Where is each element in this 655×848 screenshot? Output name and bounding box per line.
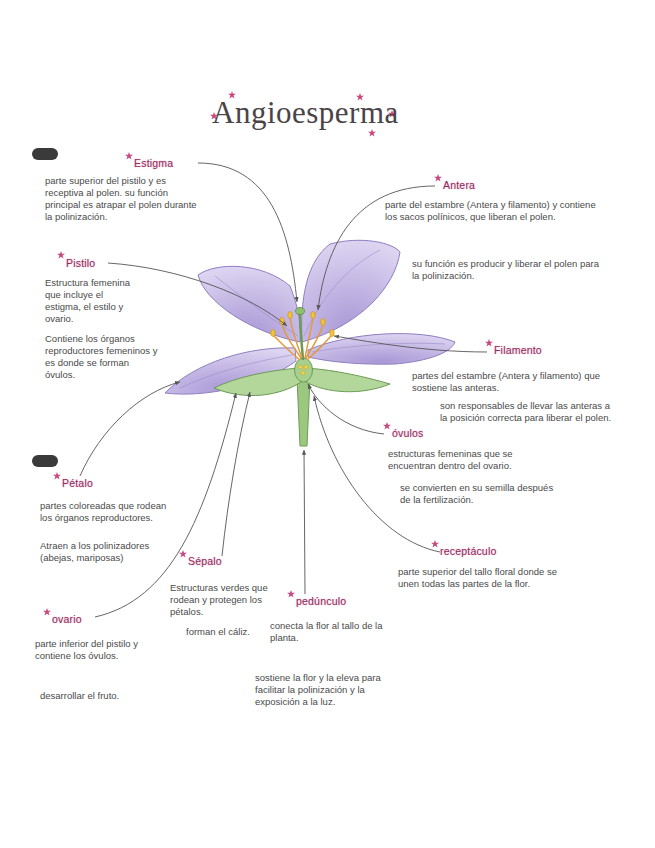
description-note: partes coloreadas que rodean los órganos…	[40, 500, 180, 524]
description-note: desarrollar el fruto.	[40, 690, 170, 702]
ovule	[299, 365, 309, 375]
sepal	[306, 368, 390, 392]
anther	[271, 312, 334, 337]
part-name: óvulos	[392, 427, 424, 439]
description-note: son responsables de llevar las anteras a…	[440, 400, 612, 424]
part-name: Estigma	[134, 157, 173, 169]
description-note: estructuras femeninas que se encuentran …	[388, 448, 540, 472]
part-name: pedúnculo	[296, 595, 346, 607]
stigma	[296, 308, 305, 315]
description-note: parte del estambre (Antera y filamento) …	[385, 199, 610, 223]
petal	[302, 240, 400, 342]
part-name: ovario	[52, 613, 82, 625]
description-note: Atraen a los polinizadores (abejas, mari…	[40, 540, 160, 564]
description-note: partes del estambre (Antera y filamento)…	[412, 370, 612, 394]
flower	[165, 240, 455, 446]
description-note: conecta la flor al tallo de la planta.	[270, 620, 390, 644]
description-note: parte superior del tallo floral donde se…	[398, 566, 563, 590]
part-name: receptáculo	[440, 545, 496, 557]
filament	[274, 318, 331, 360]
description-note: Estructuras verdes que rodean y protegen…	[170, 582, 292, 618]
stem	[297, 378, 310, 446]
ovary	[295, 358, 313, 382]
description-note: se convierten en su semilla después de l…	[400, 482, 560, 506]
binder-ring	[32, 148, 58, 160]
petal	[308, 334, 455, 365]
part-name: Antera	[443, 179, 475, 191]
description-note: su función es producir y liberar el pole…	[412, 258, 602, 282]
sepal	[214, 368, 301, 396]
part-name: Sépalo	[188, 555, 222, 567]
description-note: parte inferior del pistilo y contiene lo…	[35, 638, 165, 662]
description-note: sostiene la flor y la eleva para facilit…	[255, 672, 400, 708]
decor-star	[43, 91, 493, 616]
part-name: Filamento	[494, 344, 542, 356]
part-name: Pétalo	[62, 477, 93, 489]
description-note: Estructura femenina que incluye el estig…	[45, 277, 137, 325]
description-note: Contiene los órganos reproductores femen…	[45, 333, 160, 381]
page-title: Angioesperma	[212, 96, 399, 130]
description-note: parte superior del pistilo y es receptiv…	[45, 175, 205, 223]
binder-ring	[32, 455, 58, 467]
part-name: Pistilo	[66, 257, 95, 269]
